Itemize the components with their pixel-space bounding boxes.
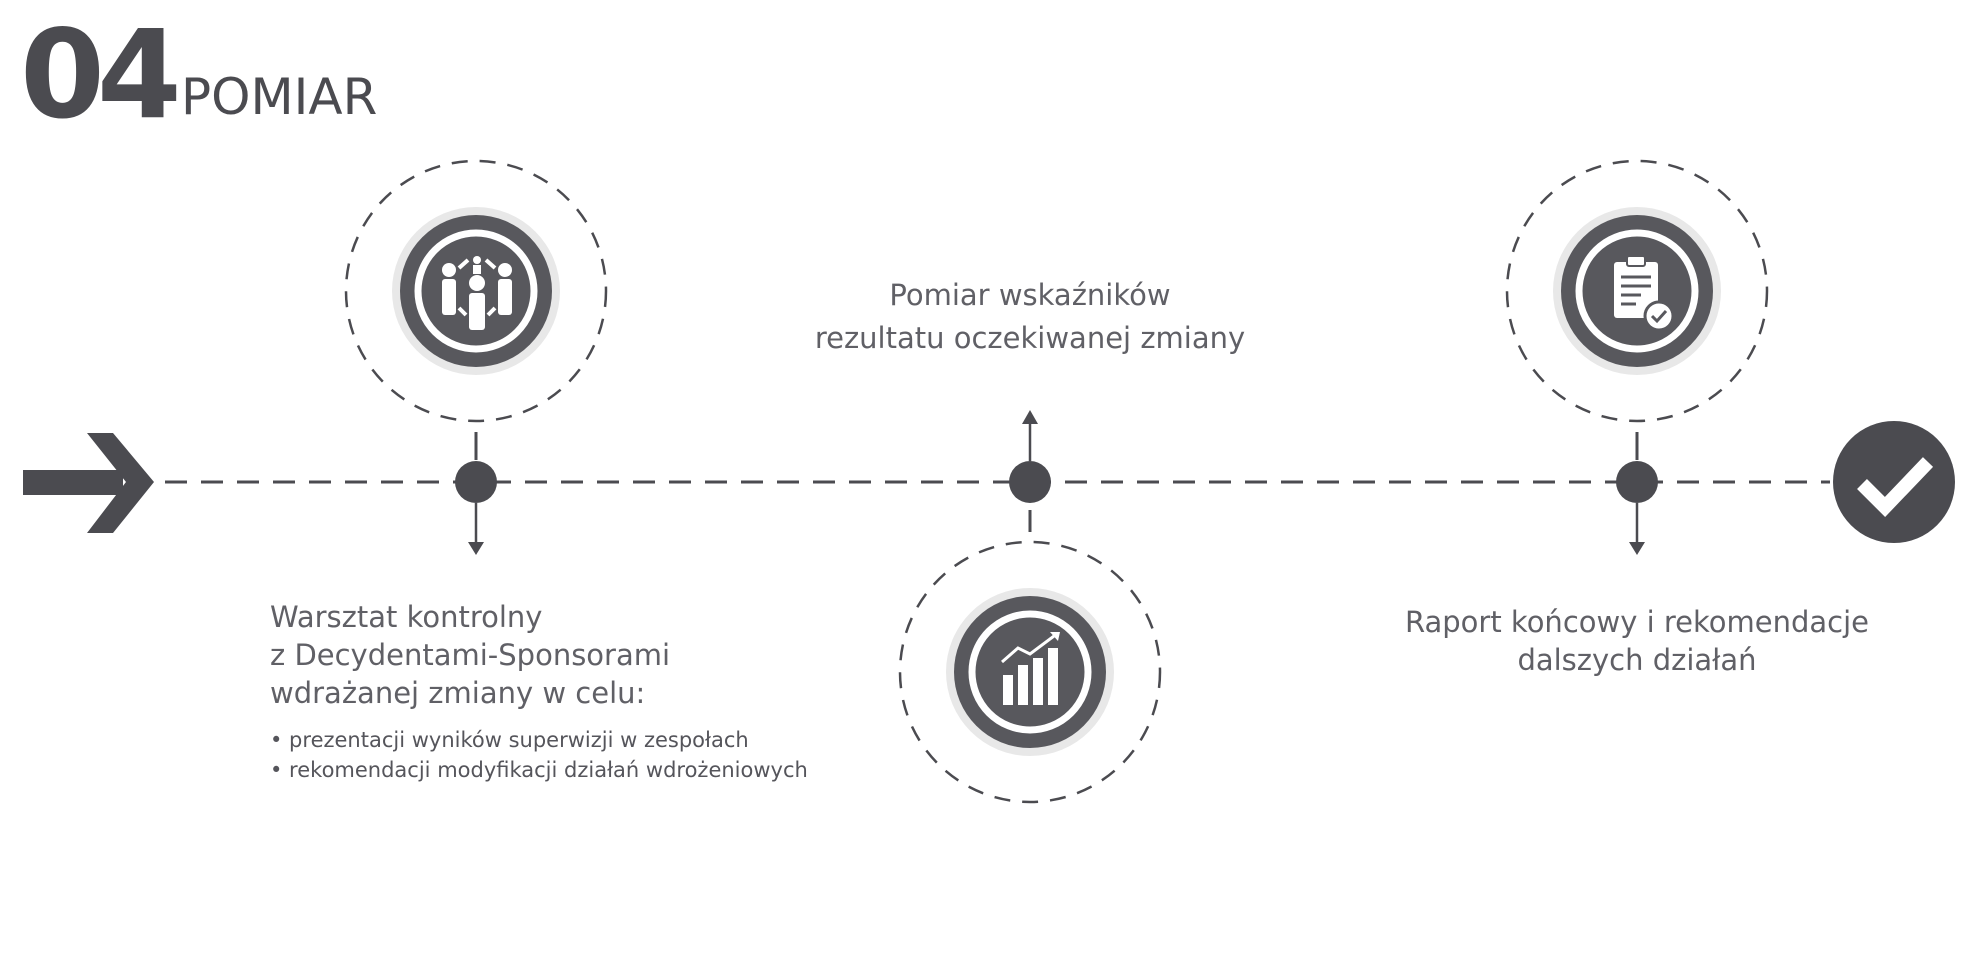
step-1-bullets: • prezentacji wyników superwizji w zespo…	[270, 725, 808, 785]
step-1-line: wdrażanej zmiany w celu:	[270, 676, 646, 710]
step-3-line: Raport końcowy i rekomendacje	[1404, 605, 1869, 639]
step-1-line: Warsztat kontrolny	[270, 600, 543, 634]
people-network-icon	[442, 256, 512, 330]
step-2-node	[898, 410, 1162, 804]
step-2-line: rezultatu oczekiwanej zmiany	[814, 321, 1246, 355]
bullet-item: • rekomendacji modyfikacji działań wdroż…	[270, 758, 808, 782]
section-title: POMIAR	[181, 68, 378, 126]
finish-check-icon	[1833, 421, 1955, 543]
step-1-line: z Decydentami-Sponsorami	[270, 638, 671, 672]
step-3-line: dalszych działań	[1517, 643, 1757, 677]
step-2-line: Pomiar wskaźników	[889, 278, 1171, 312]
start-arrow-icon	[23, 433, 154, 533]
clipboard-check-icon	[1614, 255, 1675, 332]
step-1-text: Warsztat kontrolny z Decydentami-Sponsor…	[270, 598, 670, 712]
step-1-node	[344, 159, 608, 555]
growth-chart-icon	[1001, 632, 1060, 705]
bullet-item: • prezentacji wyników superwizji w zespo…	[270, 728, 749, 752]
step-3-text: Raport końcowy i rekomendacje dalszych d…	[1337, 603, 1937, 679]
section-number: 04	[20, 4, 182, 146]
step-2-text: Pomiar wskaźników rezultatu oczekiwanej …	[730, 274, 1330, 360]
step-3-node	[1505, 159, 1769, 555]
